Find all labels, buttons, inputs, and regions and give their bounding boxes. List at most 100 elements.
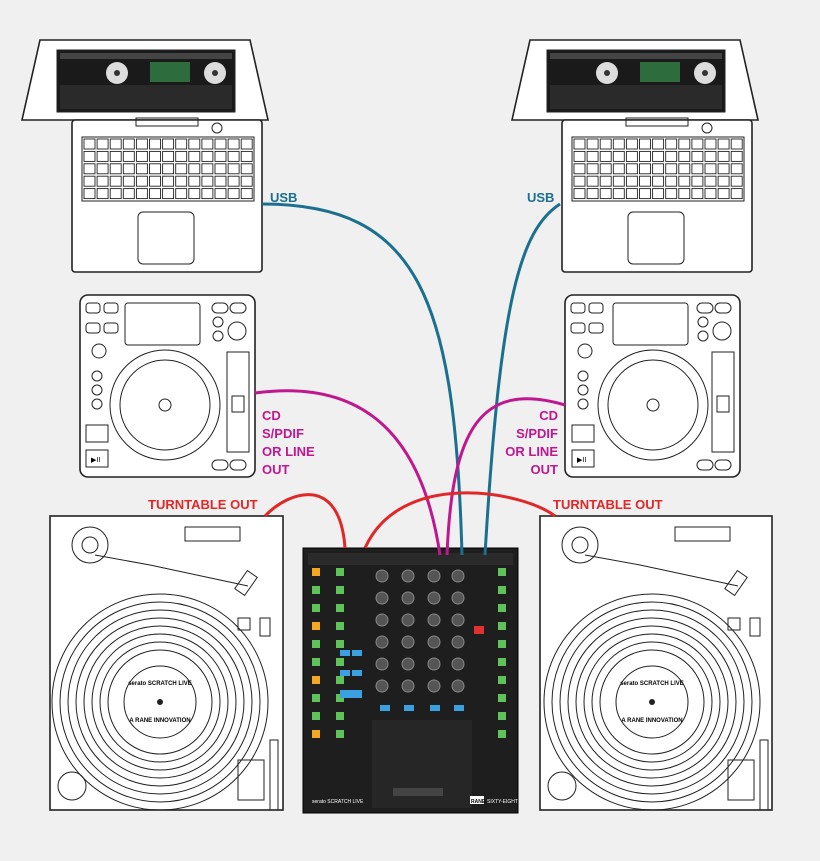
keyboard-key (625, 138, 638, 150)
mixer-pad (340, 670, 350, 676)
turntable-right (539, 515, 773, 811)
keyboard-key (109, 175, 122, 187)
cd-label-right-1: CD (539, 408, 558, 423)
mixer-pad (430, 705, 440, 711)
keyboard-key (652, 138, 665, 150)
keyboard-key (639, 175, 651, 187)
cd-player-left: ▶II (79, 294, 256, 478)
mixer-button (474, 626, 484, 634)
keyboard-key (96, 163, 109, 175)
keyboard-key (214, 150, 227, 162)
keyboard-key (83, 175, 96, 187)
keyboard-key (717, 150, 730, 162)
keyboard-key (665, 150, 678, 162)
keyboard-key (599, 150, 612, 162)
mixer-button (498, 586, 506, 594)
keyboard-key (122, 163, 135, 175)
keyboard-key (175, 163, 188, 175)
mixer-button (312, 568, 320, 576)
mixer-knob (401, 569, 415, 583)
keyboard-key (201, 188, 214, 200)
keyboard-key (691, 150, 704, 162)
cd-cable-left (254, 389, 442, 556)
mixer-knob (451, 591, 465, 605)
keyboard-key (214, 175, 227, 187)
keyboard-key (227, 163, 240, 175)
usb-label-right: USB (527, 190, 554, 205)
mixer-model: SIXTY-EIGHT (487, 799, 518, 805)
svg-text:▶II: ▶II (577, 457, 586, 464)
keyboard-key (240, 163, 253, 175)
mixer-button (336, 586, 344, 594)
keyboard-key (149, 175, 161, 187)
keyboard-key (201, 163, 214, 175)
keyboard-key (175, 175, 188, 187)
keyboard-key (730, 138, 743, 150)
mixer-knob (401, 613, 415, 627)
mixer-button (498, 658, 506, 666)
keyboard-key (704, 175, 717, 187)
keyboard-key (652, 175, 665, 187)
keyboard-key (175, 138, 188, 150)
keyboard-key (599, 138, 612, 150)
turntable-left (49, 515, 284, 811)
mixer-button (312, 604, 320, 612)
mixer-button (498, 712, 506, 720)
keyboard-key (730, 188, 743, 200)
keyboard-key (135, 175, 148, 187)
keyboard-key (730, 163, 743, 175)
mixer-knob (427, 613, 441, 627)
mixer-knob (375, 635, 389, 649)
keyboard-key (704, 163, 717, 175)
keyboard-key (122, 150, 135, 162)
usb-cable-left (261, 202, 464, 556)
keyboard-key (240, 188, 253, 200)
keyboard-key (625, 163, 638, 175)
mixer-button (312, 730, 320, 738)
cd-label-left-1: CD (262, 408, 281, 423)
keyboard-key (612, 138, 625, 150)
mixer-pad (352, 650, 362, 656)
record-label-left-bottom: A RANE INNOVATION (129, 718, 190, 724)
cd-label-right-2: S/PDIF (516, 426, 558, 441)
keyboard-key (149, 163, 161, 175)
keyboard-key (625, 150, 638, 162)
mixer-button (336, 658, 344, 666)
keyboard-key (188, 175, 201, 187)
keyboard-key (214, 138, 227, 150)
mixer-brand: RANE (471, 799, 486, 805)
keyboard-key (214, 163, 227, 175)
mixer-pad (454, 705, 464, 711)
keyboard-key (83, 138, 96, 150)
mixer-button (312, 712, 320, 720)
keyboard-key (586, 150, 599, 162)
keyboard-key (149, 138, 161, 150)
mixer-knob (451, 613, 465, 627)
keyboard-key (135, 138, 148, 150)
mixer-knob (427, 635, 441, 649)
mixer-knob (427, 657, 441, 671)
mixer-button (336, 622, 344, 630)
keyboard-key (678, 188, 691, 200)
keyboard-key (96, 150, 109, 162)
mixer-button (312, 640, 320, 648)
keyboard-key (612, 175, 625, 187)
keyboard-key (122, 188, 135, 200)
mixer-knob (375, 679, 389, 693)
keyboard-key (625, 188, 638, 200)
mixer-button (336, 676, 344, 684)
svg-text:▶II: ▶II (91, 457, 100, 464)
keyboard-key (162, 138, 175, 150)
keyboard-key (704, 188, 717, 200)
keyboard-key (612, 163, 625, 175)
cd-label-left-2: S/PDIF (262, 426, 304, 441)
keyboard-key (214, 188, 227, 200)
mixer-knob (375, 569, 389, 583)
mixer-button (498, 730, 506, 738)
turntable-cable-left (263, 493, 347, 549)
keyboard-key (586, 163, 599, 175)
keyboard-key (175, 150, 188, 162)
keyboard-key (188, 188, 201, 200)
turntable-out-label-left: TURNTABLE OUT (148, 497, 258, 512)
cd-label-left-4: OUT (262, 462, 290, 477)
